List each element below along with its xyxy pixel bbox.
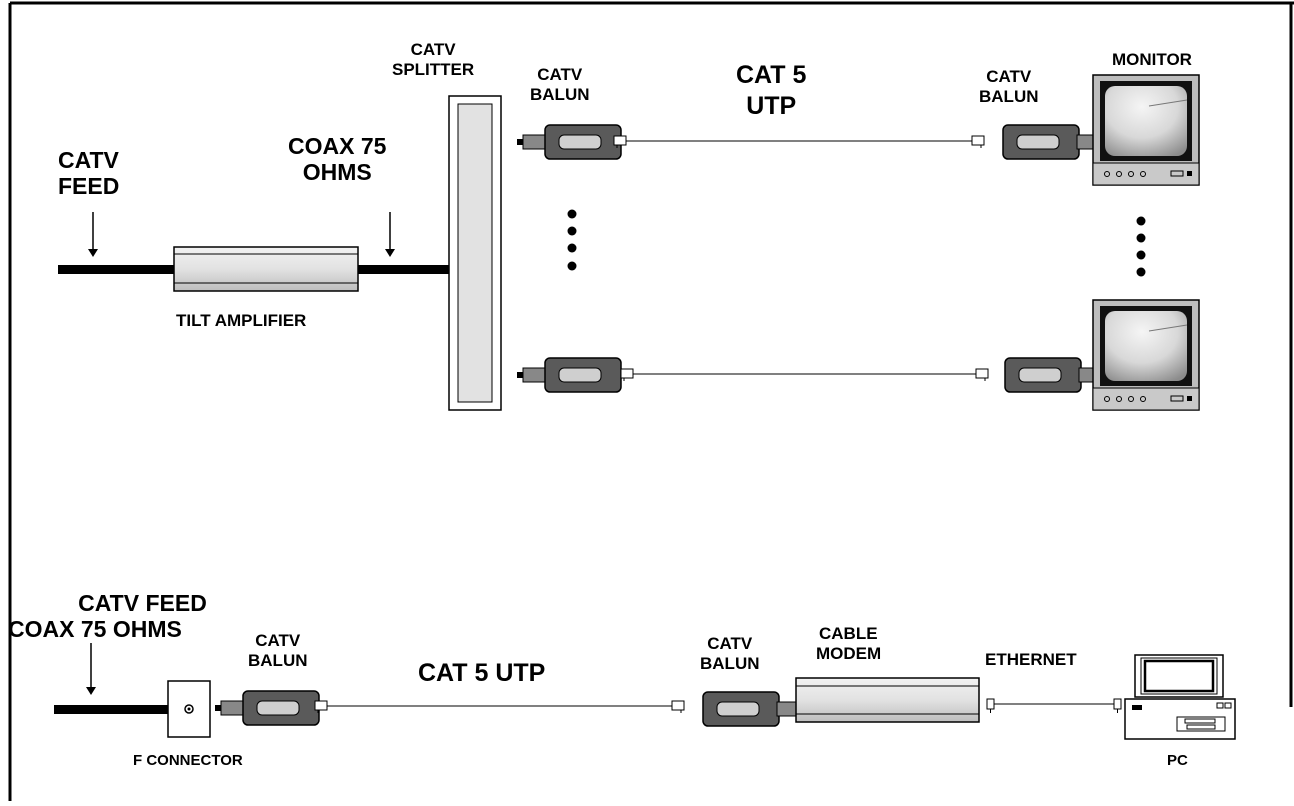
label-catv-feed-top-line1: CATV	[58, 147, 119, 173]
label-pc: PC	[1167, 752, 1188, 769]
label-coax-75-ohms-top: COAX 75 OHMS	[288, 133, 386, 186]
arrow-coax-75-top	[385, 212, 395, 257]
label-balun-top-right-line2: BALUN	[979, 86, 1039, 106]
label-cat5-utp-top-line1: CAT 5	[736, 61, 807, 89]
label-balun-top-right: CATV BALUN	[979, 67, 1039, 106]
label-f-connector: F CONNECTOR	[133, 752, 243, 769]
label-catv-feed-bottom-line2: COAX 75 OHMS	[8, 616, 182, 643]
pc-icon	[1124, 654, 1236, 740]
f-connector	[167, 680, 211, 738]
diagram-frame	[8, 1, 1294, 801]
coax-feed-cable-top	[58, 265, 176, 274]
catv-splitter	[448, 95, 502, 411]
balun-top-left-1	[517, 124, 622, 160]
rj45-plug-top-right-1	[971, 135, 985, 148]
rj45-plug-bottom-right	[671, 700, 685, 713]
ellipsis-dots-left	[567, 209, 577, 271]
label-cable-modem-line1: CABLE	[819, 624, 878, 643]
ellipsis-dots-right	[1136, 216, 1146, 277]
rj45-plug-top-right-2	[975, 368, 989, 381]
label-balun-top-right-line1: CATV	[986, 67, 1032, 86]
label-balun-bottom-left-line2: BALUN	[248, 650, 308, 670]
label-balun-top-left-line2: BALUN	[530, 84, 590, 104]
balun-row-top-1	[517, 124, 1107, 160]
label-catv-feed-top-line2: FEED	[58, 173, 120, 200]
monitor-icon-2	[1092, 299, 1200, 411]
label-balun-bottom-right: CATV BALUN	[700, 634, 760, 673]
label-balun-top-left-line1: CATV	[537, 65, 583, 84]
label-balun-bottom-right-line2: BALUN	[700, 653, 760, 673]
label-catv-splitter: CATV SPLITTER	[392, 40, 474, 79]
label-ethernet: ETHERNET	[985, 650, 1077, 669]
label-balun-bottom-left: CATV BALUN	[248, 631, 308, 670]
coax-feed-cable-bottom	[54, 705, 168, 714]
label-cable-modem: CABLE MODEM	[816, 624, 881, 663]
arrow-catv-feed-bottom	[86, 643, 96, 695]
label-monitor: MONITOR	[1112, 50, 1192, 69]
label-catv-feed-bottom: CATV FEED COAX 75 OHMS	[8, 590, 253, 643]
rj45-plug-top-left-2	[620, 368, 634, 381]
label-cable-modem-line2: MODEM	[816, 643, 882, 663]
label-catv-splitter-line1: CATV	[410, 40, 456, 59]
balun-row-top-2	[517, 357, 1109, 393]
label-tilt-amplifier: TILT AMPLIFIER	[176, 311, 307, 330]
tilt-amplifier	[173, 246, 359, 292]
label-balun-bottom-left-line1: CATV	[255, 631, 301, 650]
label-cat5-utp-bottom: CAT 5 UTP	[418, 659, 546, 687]
label-cat5-utp-top-line2: UTP	[746, 92, 797, 121]
coax-75-cable-top	[355, 265, 455, 274]
balun-top-right-1	[1002, 124, 1107, 160]
balun-top-left-2	[517, 357, 622, 393]
balun-bottom-left	[215, 690, 320, 726]
label-cat5-utp-top: CAT 5 UTP	[736, 60, 806, 123]
monitor-icon-1	[1092, 74, 1200, 186]
label-catv-splitter-line2: SPLITTER	[392, 59, 475, 79]
label-catv-feed-top: CATV FEED	[58, 147, 119, 200]
label-balun-bottom-right-line1: CATV	[707, 634, 753, 653]
label-balun-top-left: CATV BALUN	[530, 65, 590, 104]
ethernet-plug-right	[1113, 698, 1122, 713]
label-catv-feed-bottom-line1: CATV FEED	[78, 590, 207, 616]
label-coax-75-ohms-top-line1: COAX 75	[288, 133, 387, 159]
arrow-catv-feed-top	[88, 212, 98, 257]
label-coax-75-ohms-top-line2: OHMS	[302, 159, 372, 186]
ethernet-plug-left	[986, 698, 995, 713]
balun-bottom-right	[702, 691, 807, 727]
cable-modem	[795, 677, 980, 723]
